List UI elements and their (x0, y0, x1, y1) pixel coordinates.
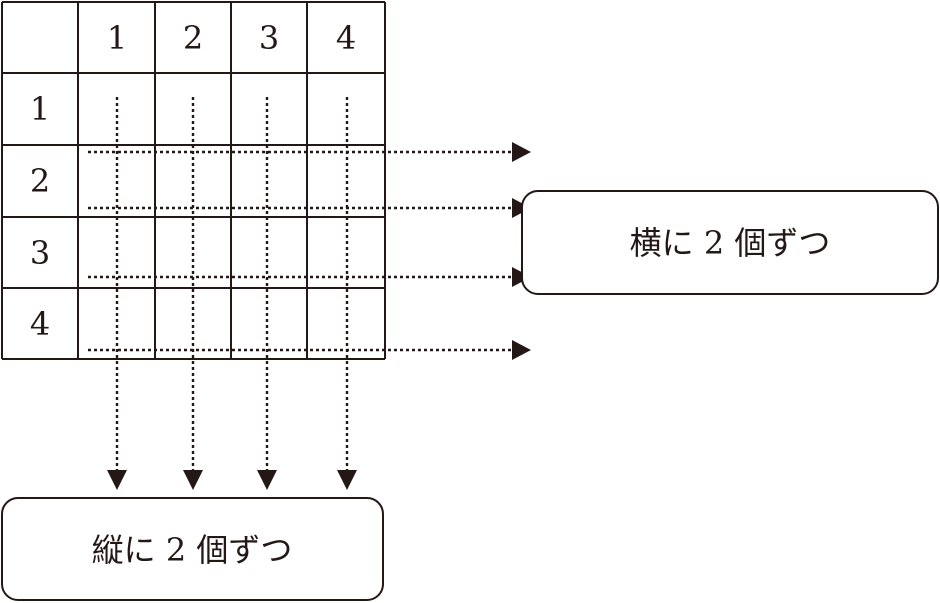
vertical-pair-box: 縦に 2 個ずつ (1, 497, 384, 601)
vertical-arrowhead-1 (107, 470, 127, 490)
column-header-2: 2 (183, 19, 203, 57)
row-header-4: 4 (30, 305, 50, 343)
column-header-1: 1 (107, 19, 127, 57)
vertical-arrowhead-3 (257, 470, 277, 490)
horizontal-pair-box-frame (521, 190, 939, 295)
row-header-2: 2 (30, 162, 50, 200)
vertical-pair-box-frame (1, 497, 384, 601)
horizontal-arrowhead-1 (512, 142, 531, 162)
grid-table: 1 2 3 4 1 2 3 4 (1, 1, 386, 360)
column-header-3: 3 (259, 19, 279, 57)
horizontal-pair-box: 横に 2 個ずつ (521, 190, 939, 295)
vertical-arrowhead-2 (183, 470, 203, 490)
row-header-3: 3 (30, 234, 50, 272)
vertical-pair-label: 縦に 2 個ずつ (92, 531, 293, 569)
vertical-arrows (107, 97, 357, 490)
horizontal-arrowhead-4 (512, 340, 531, 360)
vertical-arrowhead-4 (337, 470, 357, 490)
horizontal-pair-label: 横に 2 個ずつ (630, 224, 831, 262)
column-header-4: 4 (336, 19, 356, 57)
row-header-1: 1 (30, 90, 50, 128)
